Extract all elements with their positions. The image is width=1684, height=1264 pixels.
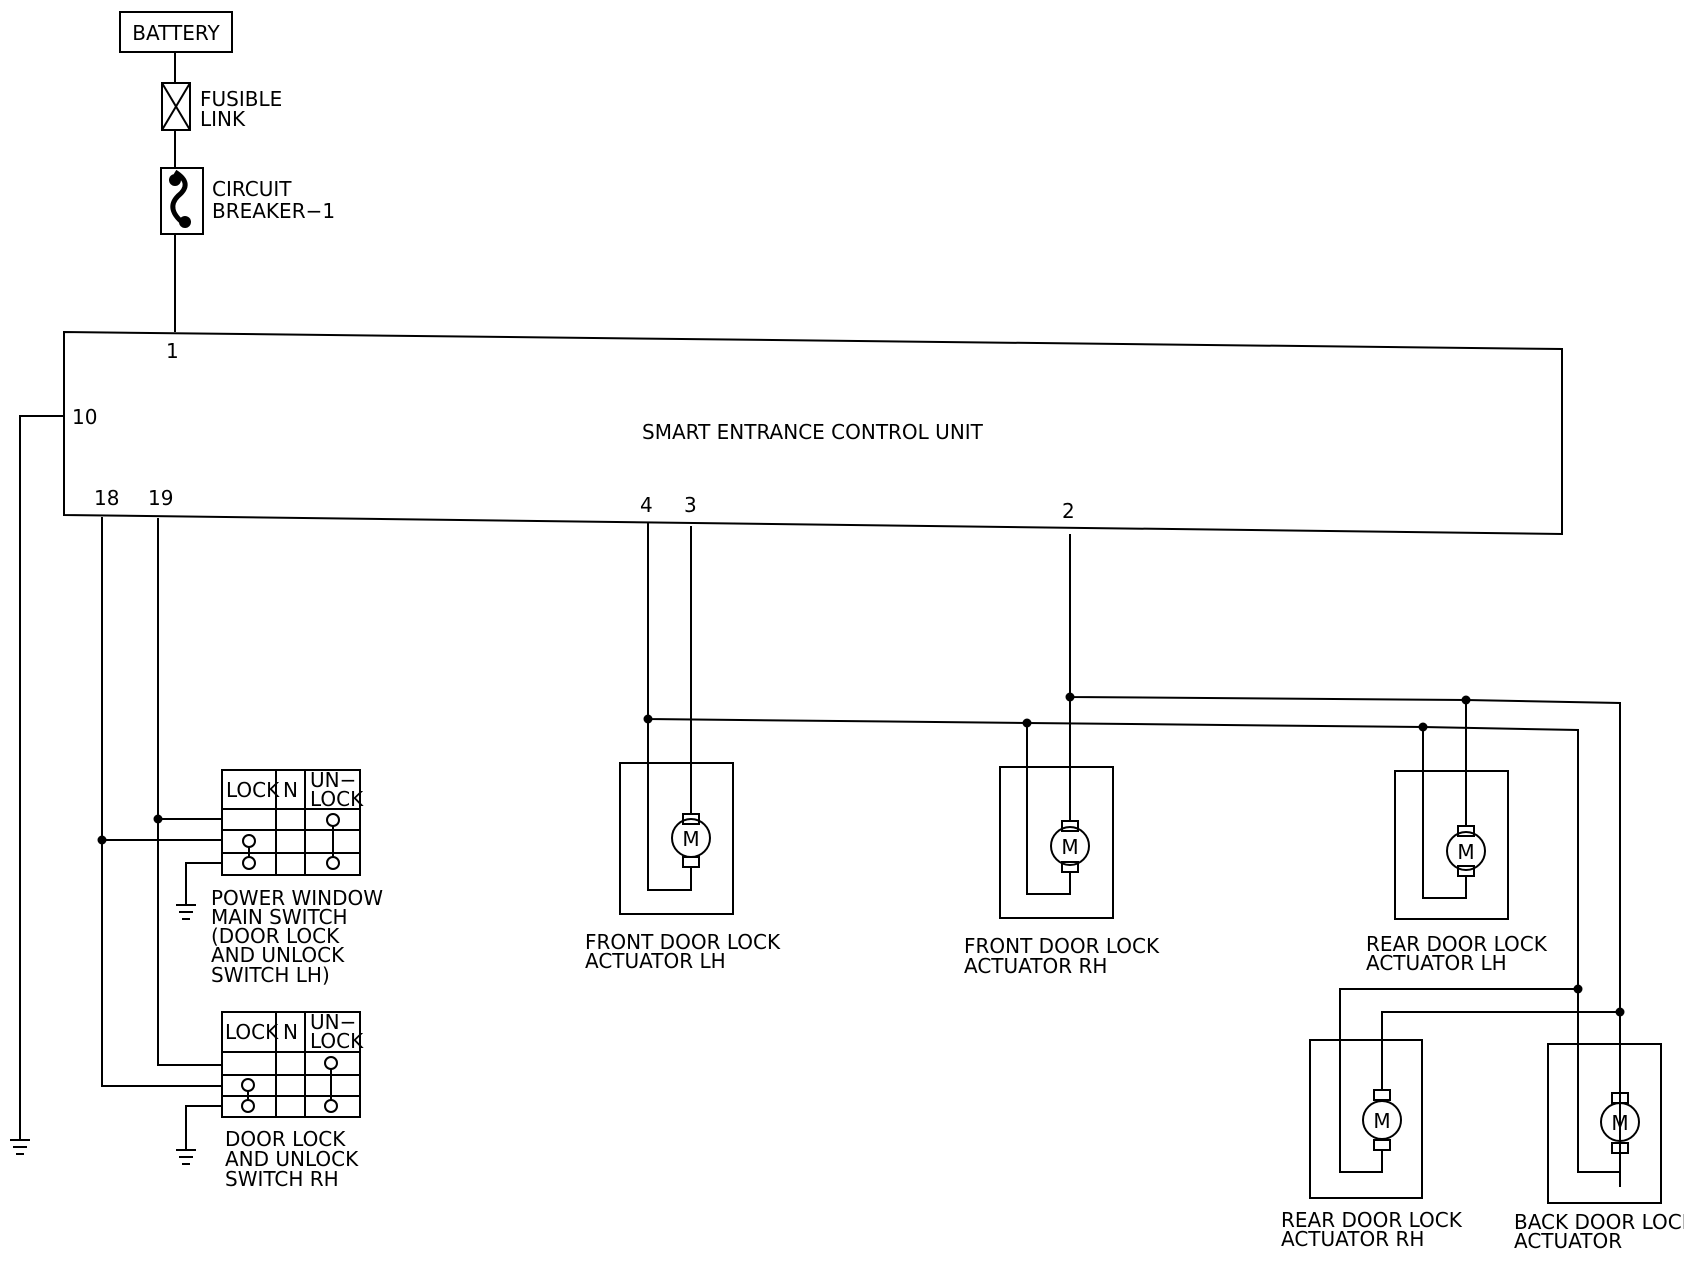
motor-symbol: M [682, 827, 699, 851]
control-unit: SMART ENTRANCE CONTROL UNIT 1 10 18 19 4… [63, 330, 1563, 536]
switch-lh-n: N [283, 778, 298, 802]
actuator-front-lh-label-1: FRONT DOOR LOCK [585, 930, 781, 954]
pin18-wire [101, 517, 222, 1087]
switch-lh-lock: LOCK [226, 778, 280, 802]
actuator-front-rh-label-1: FRONT DOOR LOCK [964, 934, 1160, 958]
actuator-front-rh: M FRONT DOOR LOCK ACTUATOR RH [964, 697, 1160, 978]
actuator-rear-rh-label-1: REAR DOOR LOCK [1281, 1208, 1463, 1232]
junction-dot [97, 835, 107, 845]
pin-1: 1 [166, 339, 179, 363]
control-unit-label: SMART ENTRANCE CONTROL UNIT [642, 420, 984, 444]
switch-rh-unlock-1: UN− [310, 1010, 356, 1034]
actuator-back-label-1: BACK DOOR LOCK [1514, 1210, 1684, 1234]
pin-3: 3 [684, 493, 697, 517]
battery: BATTERY [119, 11, 233, 53]
actuator-back: M BACK DOOR LOCK ACTUATOR [1514, 989, 1684, 1253]
circuit-breaker: CIRCUIT BREAKER−1 [160, 167, 335, 235]
actuator-rear-rh-label-2: ACTUATOR RH [1281, 1227, 1424, 1251]
switch-rh-label-2: AND UNLOCK [225, 1147, 359, 1171]
motor-icon [1600, 1102, 1640, 1142]
motor-symbol: M [1611, 1111, 1628, 1135]
actuator-front-rh-label-2: ACTUATOR RH [964, 954, 1107, 978]
battery-label: BATTERY [132, 21, 220, 45]
actuator-rear-lh-label-1: REAR DOOR LOCK [1366, 932, 1548, 956]
pin-19: 19 [148, 486, 173, 510]
switch-lh-label-5: SWITCH LH) [211, 963, 330, 987]
fusible-link-label-1: FUSIBLE [200, 87, 282, 111]
fusible-link: FUSIBLE LINK [161, 82, 282, 131]
actuator-front-lh: M FRONT DOOR LOCK ACTUATOR LH [585, 526, 781, 973]
pin-18: 18 [94, 486, 119, 510]
breaker-element-icon [170, 169, 189, 229]
switch-rh-label-1: DOOR LOCK [225, 1127, 346, 1151]
actuator-front-lh-label-2: ACTUATOR LH [585, 949, 726, 973]
contact-icon [241, 1078, 255, 1113]
ground-icon [176, 1149, 196, 1165]
switch-lh: LOCK N UN− LOCK POWER WINDOW MAIN SWITCH… [176, 768, 383, 987]
actuator-rear-rh: M REAR DOOR LOCK ACTUATOR RH [1281, 1039, 1463, 1251]
fusible-link-label-2: LINK [200, 107, 246, 131]
switch-lh-unlock-1: UN− [310, 768, 356, 792]
circuit-breaker-label-2: BREAKER−1 [212, 199, 335, 223]
pin10-ground-wire [19, 415, 64, 1140]
pin-10: 10 [72, 405, 97, 429]
pin19-wire [157, 518, 222, 1066]
switch-rh-label-3: SWITCH RH [225, 1167, 339, 1191]
junction-dot [153, 814, 163, 824]
switch-rh-unlock-2: LOCK [310, 1029, 364, 1053]
switch-rh-n: N [283, 1020, 298, 1044]
switch-lh-label-2: MAIN SWITCH [211, 905, 348, 929]
actuator-back-label-2: ACTUATOR [1514, 1229, 1622, 1253]
switch-rh: LOCK N UN− LOCK DOOR LOCK AND UNLOCK SWI… [176, 1010, 364, 1191]
switch-rh-lock: LOCK [225, 1020, 279, 1044]
ground-icon [10, 1139, 30, 1155]
motor-symbol: M [1061, 835, 1078, 859]
contact-icon [326, 813, 340, 870]
pin-4: 4 [640, 493, 653, 517]
actuator-rear-lh: M REAR DOOR LOCK ACTUATOR LH [1366, 700, 1548, 975]
pin2-bus [1069, 534, 1621, 1187]
circuit-breaker-label-1: CIRCUIT [212, 177, 292, 201]
ground-icon [176, 904, 196, 920]
switch-lh-unlock-2: LOCK [310, 787, 364, 811]
pin-2: 2 [1062, 499, 1075, 523]
pin4-bus [647, 522, 1579, 1172]
motor-icon [1446, 831, 1486, 871]
contact-icon [242, 834, 256, 870]
motor-symbol: M [1373, 1109, 1390, 1133]
motor-icon [1050, 826, 1090, 866]
switch-lh-label-4: AND UNLOCK [211, 943, 345, 967]
switch-lh-label-1: POWER WINDOW [211, 886, 383, 910]
junction-dot [1615, 1007, 1625, 1017]
motor-symbol: M [1457, 840, 1474, 864]
actuator-rear-lh-label-2: ACTUATOR LH [1366, 951, 1507, 975]
contact-icon [324, 1056, 338, 1113]
switch-lh-label-3: (DOOR LOCK [211, 924, 340, 948]
